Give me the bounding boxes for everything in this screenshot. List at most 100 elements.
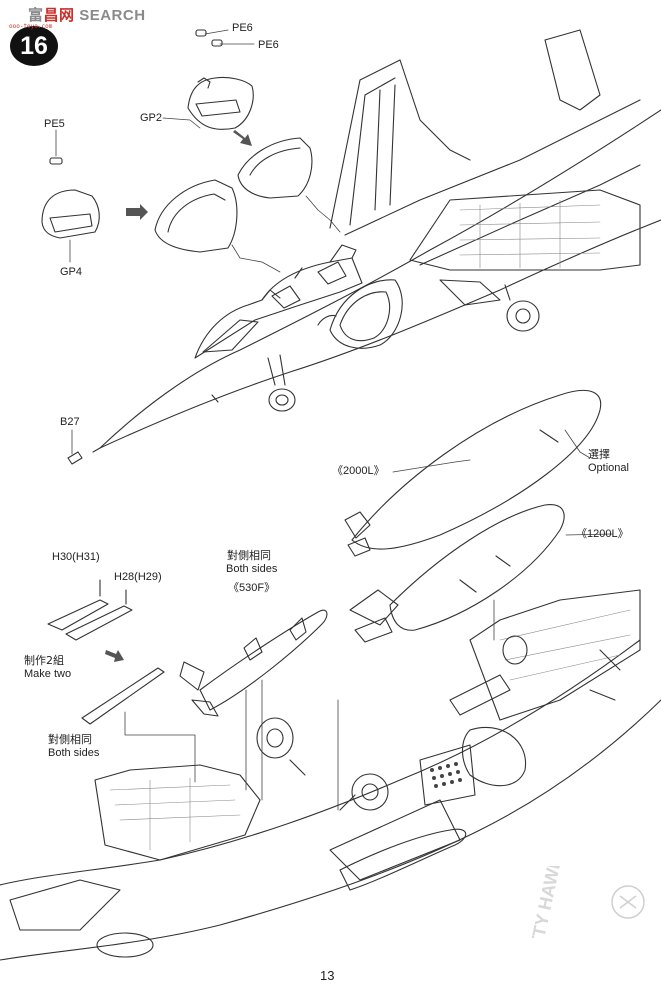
- leader-canopy-front: [231, 244, 281, 273]
- main-wheel-hub: [515, 308, 531, 324]
- gp2-headrest: [187, 76, 254, 130]
- lower-main-wheel-left-hub: [266, 728, 284, 748]
- wing-flap: [409, 189, 641, 271]
- pe6-part-a: [195, 29, 207, 37]
- label-tank-1200: 《1200L》: [576, 528, 629, 540]
- tank-1200-body: [389, 504, 565, 631]
- canopy-parts: [41, 29, 313, 465]
- watermark-title-suffix: SEARCH: [74, 7, 146, 24]
- nose-wheel-hub: [275, 394, 289, 406]
- label-pylon-both-sides-en: Both sides: [48, 747, 100, 759]
- leader-pe6-a: [204, 29, 229, 35]
- leader-canopy-rear: [305, 195, 341, 233]
- canopy-frame: [194, 257, 363, 359]
- wing-panel-lines: [459, 199, 601, 269]
- gp4-headrest: [41, 189, 100, 239]
- wing-leading: [344, 99, 641, 266]
- lower-wing-right-panels: [499, 609, 631, 681]
- page-number: 13: [320, 968, 335, 983]
- label-optional-en: Optional: [588, 462, 629, 474]
- drop-tank-1200: [349, 504, 565, 643]
- lower-wing-panels: [109, 777, 241, 851]
- nose-detail: [589, 649, 621, 701]
- label-pe5: PE5: [44, 118, 65, 130]
- watermark-title-prefix: 富: [28, 7, 44, 24]
- lower-wing-right: [469, 589, 641, 721]
- nose-gear-strut: [267, 354, 286, 386]
- leader-lines: [55, 29, 613, 536]
- fuselage-top-edge: [99, 109, 661, 449]
- gp4-inner: [49, 213, 93, 233]
- avionics-panel: [419, 744, 476, 806]
- front-canopy-inner: [167, 193, 226, 233]
- fuselage-bottom-edge: [99, 219, 661, 449]
- fuselage-missile-station: [329, 799, 461, 881]
- tank-2000-pylon: [539, 429, 559, 443]
- fin-detail: [349, 77, 396, 226]
- ejection-seat: [261, 244, 357, 301]
- missile-fins-mid: [243, 617, 307, 661]
- lower-main-wheel-right: [351, 773, 389, 811]
- label-make-two-cn: 制作2組: [24, 654, 64, 667]
- intake-lower: [461, 726, 527, 787]
- leader-gp2: [162, 117, 201, 129]
- label-pylon-both-sides-cn: 對側相同: [48, 733, 92, 746]
- missile-530f: [179, 609, 328, 717]
- assembly-leaders: [124, 599, 495, 811]
- tank-1200-fins: [349, 589, 399, 643]
- lower-fuselage-top: [0, 639, 641, 886]
- rear-canopy-inner: [249, 147, 301, 176]
- logo-text: KITTY HAWK: [523, 866, 566, 938]
- rear-canopy: [237, 137, 313, 199]
- leader-1200L: [565, 533, 613, 536]
- label-missile-both-sides-cn: 對側相同: [227, 549, 271, 562]
- lower-main-wheel-left: [256, 717, 294, 759]
- fin: [329, 59, 471, 229]
- arrow-pylon: [105, 650, 124, 662]
- arrow-gp2: [233, 130, 252, 146]
- pitot: [211, 394, 219, 403]
- intake-splitter: [317, 314, 337, 326]
- drop-tank-2000: [344, 389, 602, 557]
- missile-fins-rear: [179, 661, 219, 717]
- lower-tailplane: [9, 879, 121, 931]
- watermark-title: 富昌网 SEARCH: [28, 4, 146, 25]
- leader-pylon-left: [124, 711, 196, 783]
- label-pe6-b: PE6: [258, 39, 279, 51]
- b27-part: [67, 451, 83, 465]
- pylon-parts: [47, 579, 165, 725]
- leader-optional: [564, 429, 591, 459]
- lower-fuselage-bottom: [0, 699, 661, 961]
- main-gear-strut: [504, 284, 511, 301]
- label-b27: B27: [60, 416, 80, 428]
- pylon-assembled: [81, 667, 165, 725]
- nose-probe: [92, 447, 101, 453]
- label-optional-cn: 選擇: [588, 448, 610, 461]
- tank-2000-fins: [344, 511, 371, 557]
- cockpit-seats: [271, 261, 347, 309]
- panel-rivets: [430, 762, 462, 788]
- label-pe6-a: PE6: [232, 22, 253, 34]
- lower-main-wheel-right-hub: [361, 783, 379, 801]
- aircraft-upper-view: [92, 29, 661, 453]
- nose-wheel: [268, 388, 296, 412]
- lower-missile-body: [339, 828, 467, 891]
- logo-bird-mark: [619, 895, 637, 909]
- gp2-inner: [195, 99, 241, 117]
- lower-wing-left: [94, 764, 261, 861]
- pe5-part: [49, 157, 63, 165]
- leader-2000L: [392, 459, 471, 473]
- lower-nose-wheel: [502, 635, 528, 665]
- main-wheel: [506, 300, 540, 332]
- windscreen: [202, 319, 259, 353]
- step-number-badge: 16: [10, 26, 58, 66]
- pylon-h28: [65, 605, 133, 641]
- pe6-part-b: [211, 39, 223, 47]
- label-missile-both-sides-en: Both sides: [226, 563, 278, 575]
- label-tank-2000: 《2000L》: [332, 465, 385, 477]
- gear-bay-door: [449, 674, 511, 716]
- aircraft-lower-view: [0, 589, 661, 961]
- watermark-title-red: 昌网: [43, 7, 75, 24]
- front-canopy: [154, 179, 238, 253]
